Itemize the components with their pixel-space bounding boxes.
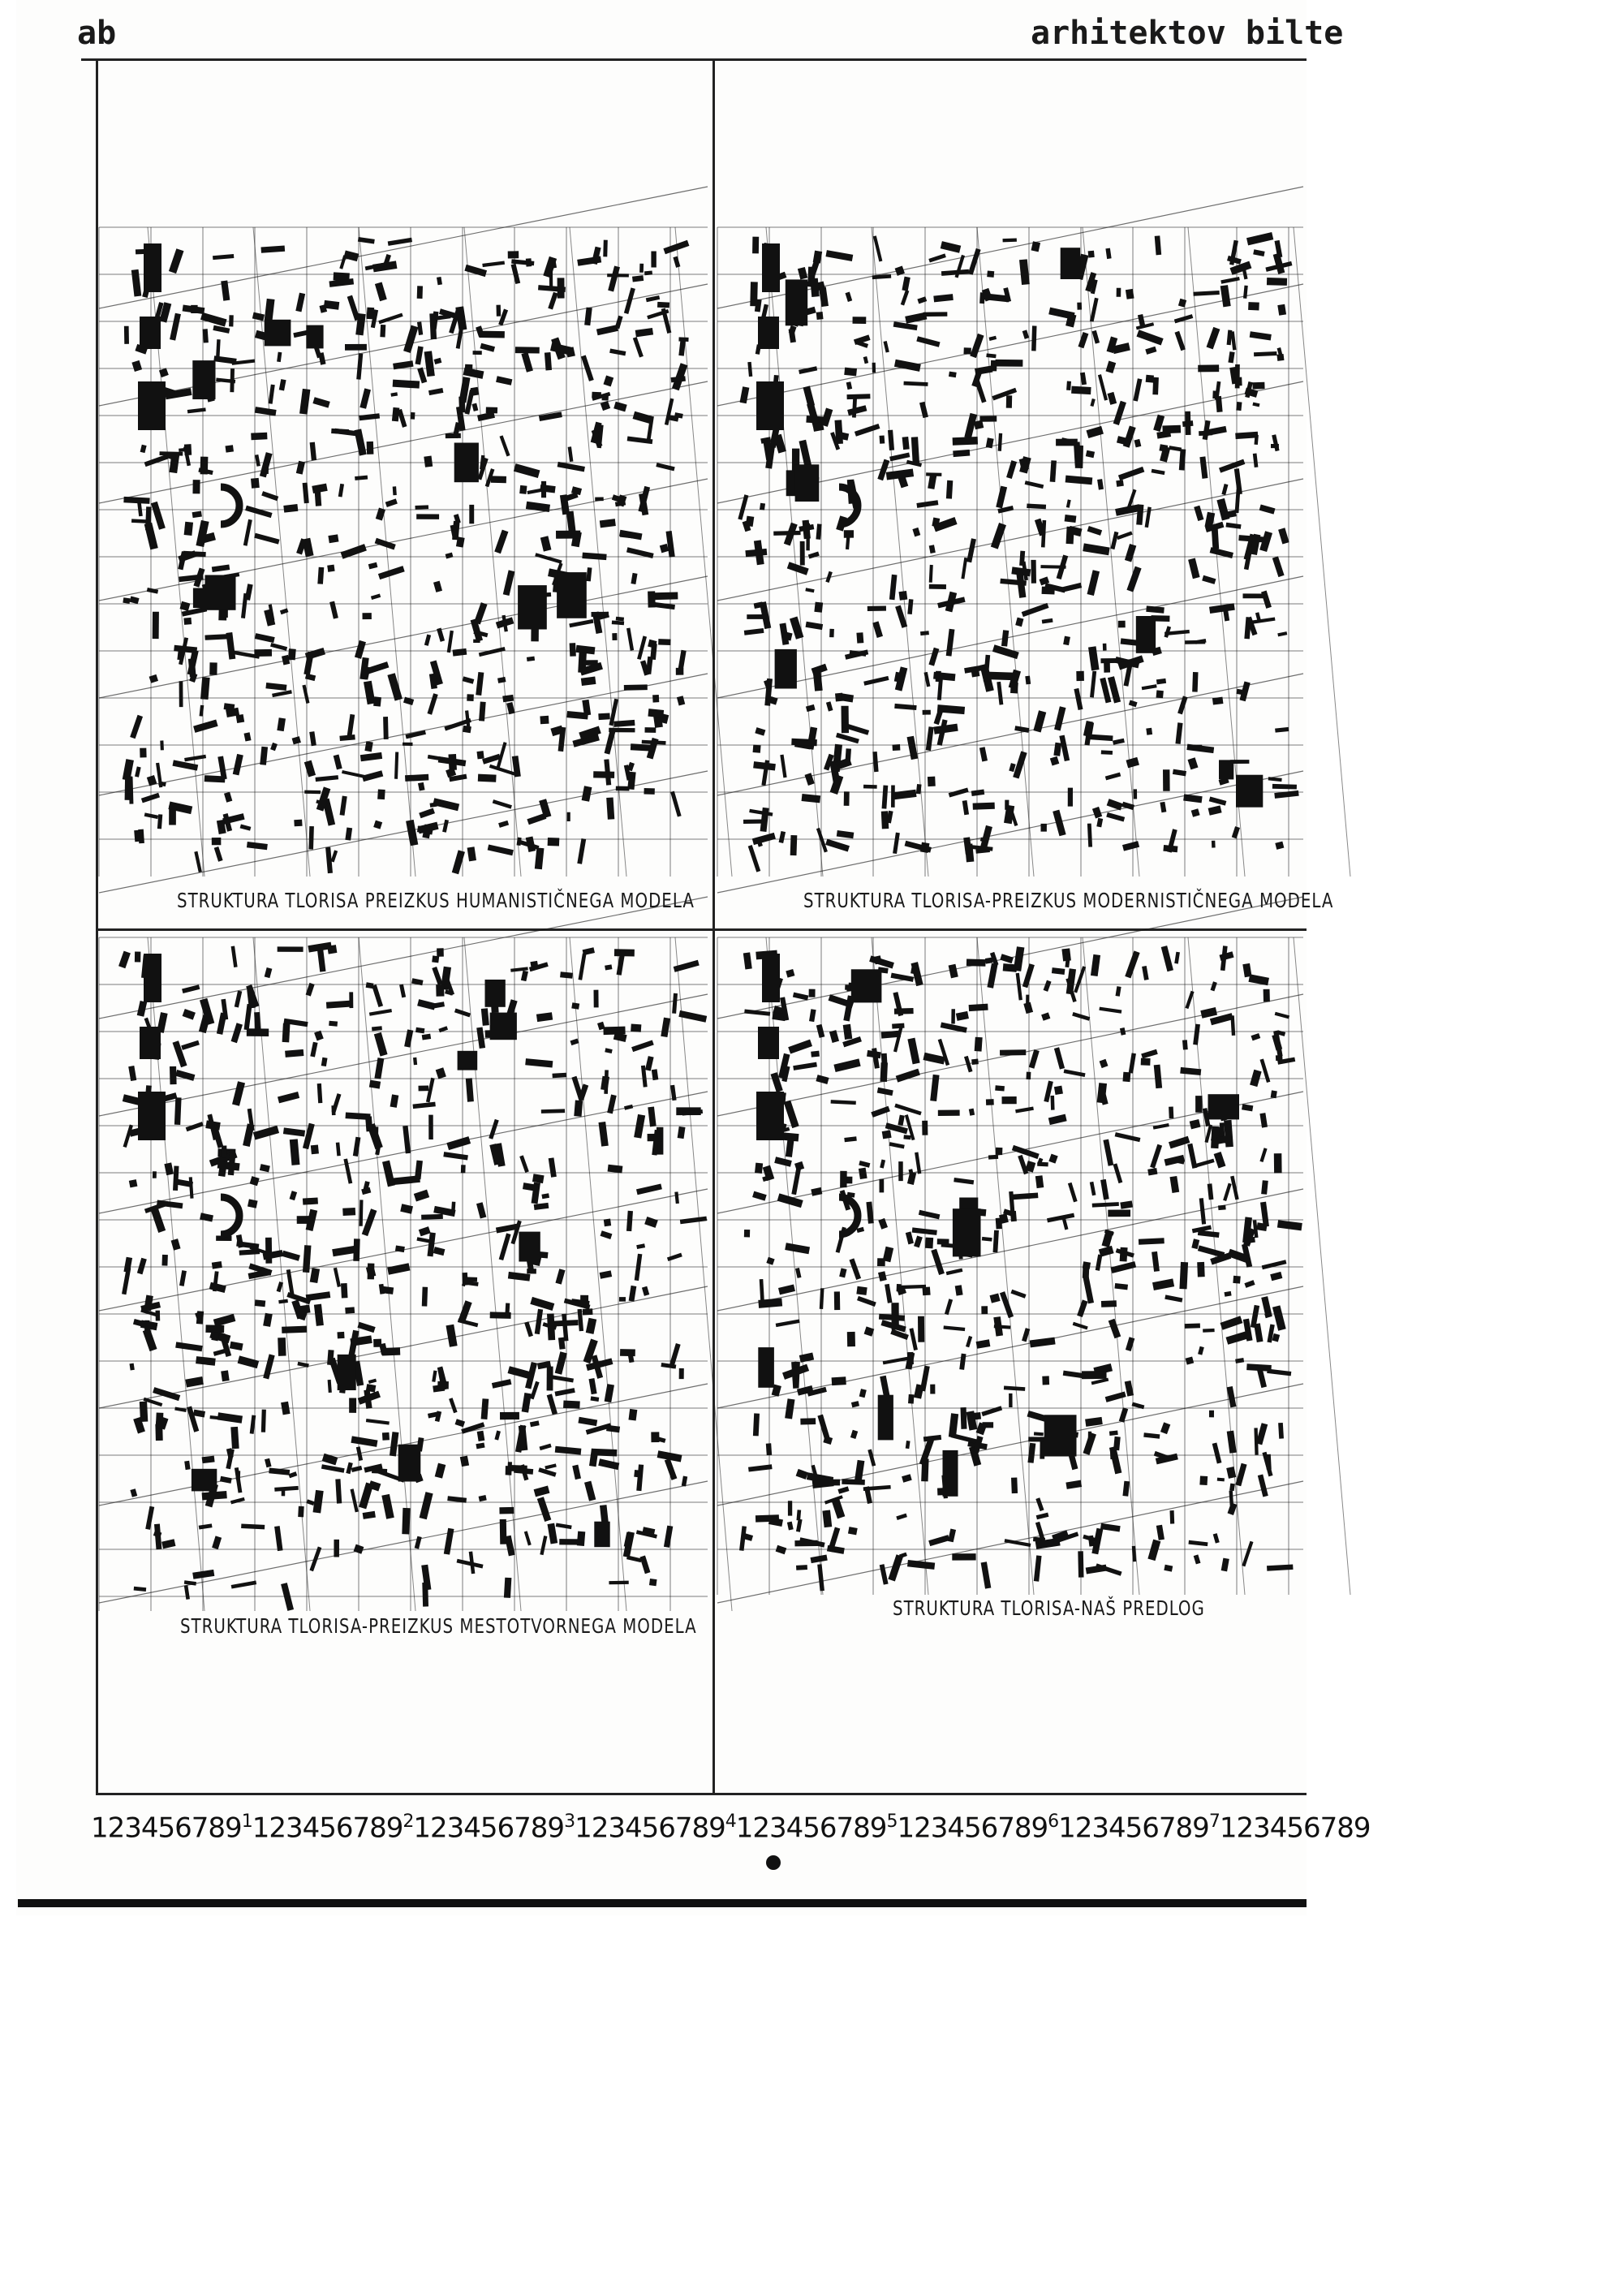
panel-caption-modernist: STRUKTURA TLORISA-PREIZKUS MODERNISTIČNE… bbox=[803, 890, 1334, 913]
map-linework bbox=[98, 186, 733, 894]
map-linework bbox=[98, 896, 733, 1612]
ruler-decade-mark: 6 bbox=[1048, 1811, 1059, 1832]
panel-caption-proposal: STRUKTURA TLORISA-NAŠ PREDLOG bbox=[893, 1597, 1205, 1621]
ruler-digits: 123456789 bbox=[1058, 1811, 1210, 1845]
page-bottom-bar bbox=[18, 1899, 1307, 1907]
map-buildings bbox=[118, 941, 708, 1611]
map-buildings bbox=[738, 232, 1299, 872]
figure-vertical-divider bbox=[712, 58, 715, 1795]
ruler-decade-mark: 7 bbox=[1208, 1811, 1220, 1832]
figure-frame bbox=[96, 58, 1307, 1795]
journal-abbreviation: ab bbox=[77, 15, 117, 52]
ruler-digits: 123456789 bbox=[735, 1811, 888, 1845]
site-plan-humanistic bbox=[98, 186, 733, 894]
site-plan-proposal bbox=[717, 896, 1351, 1604]
ruler-decade-mark: 5 bbox=[886, 1811, 898, 1832]
ruler-digits: 123456789 bbox=[91, 1811, 243, 1845]
ruler-digits: 123456789 bbox=[897, 1811, 1048, 1845]
map-linework bbox=[717, 896, 1351, 1604]
site-plan-modernist bbox=[717, 186, 1351, 894]
panel-caption-urban: STRUKTURA TLORISA-PREIZKUS MESTOTVORNEGA… bbox=[180, 1615, 697, 1639]
figure-horizontal-divider bbox=[96, 928, 1307, 931]
ruler-digits: 123456789 bbox=[575, 1811, 726, 1845]
column-ruler: 1234567891123456789212345678931234567894… bbox=[91, 1811, 1371, 1845]
ruler-digits: 123456789 bbox=[1219, 1811, 1371, 1845]
ruler-digits: 123456789 bbox=[252, 1811, 404, 1845]
ruler-digits: 123456789 bbox=[413, 1811, 565, 1845]
site-plan-urban bbox=[98, 896, 733, 1612]
journal-title: arhitektov bilte bbox=[1031, 15, 1344, 52]
map-buildings bbox=[739, 946, 1302, 1592]
page-margin bbox=[1307, 0, 1623, 2296]
ruler-decade-mark: 4 bbox=[725, 1811, 737, 1832]
ruler-decade-mark: 1 bbox=[241, 1811, 253, 1832]
ruler-decade-mark: 3 bbox=[564, 1811, 575, 1832]
map-buildings bbox=[122, 237, 690, 875]
panel-caption-humanistic: STRUKTURA TLORISA PREIZKUS HUMANISTIČNEG… bbox=[177, 890, 695, 913]
header-rule bbox=[81, 58, 1307, 61]
ruler-decade-mark: 2 bbox=[403, 1811, 414, 1832]
center-mark bbox=[766, 1855, 781, 1870]
